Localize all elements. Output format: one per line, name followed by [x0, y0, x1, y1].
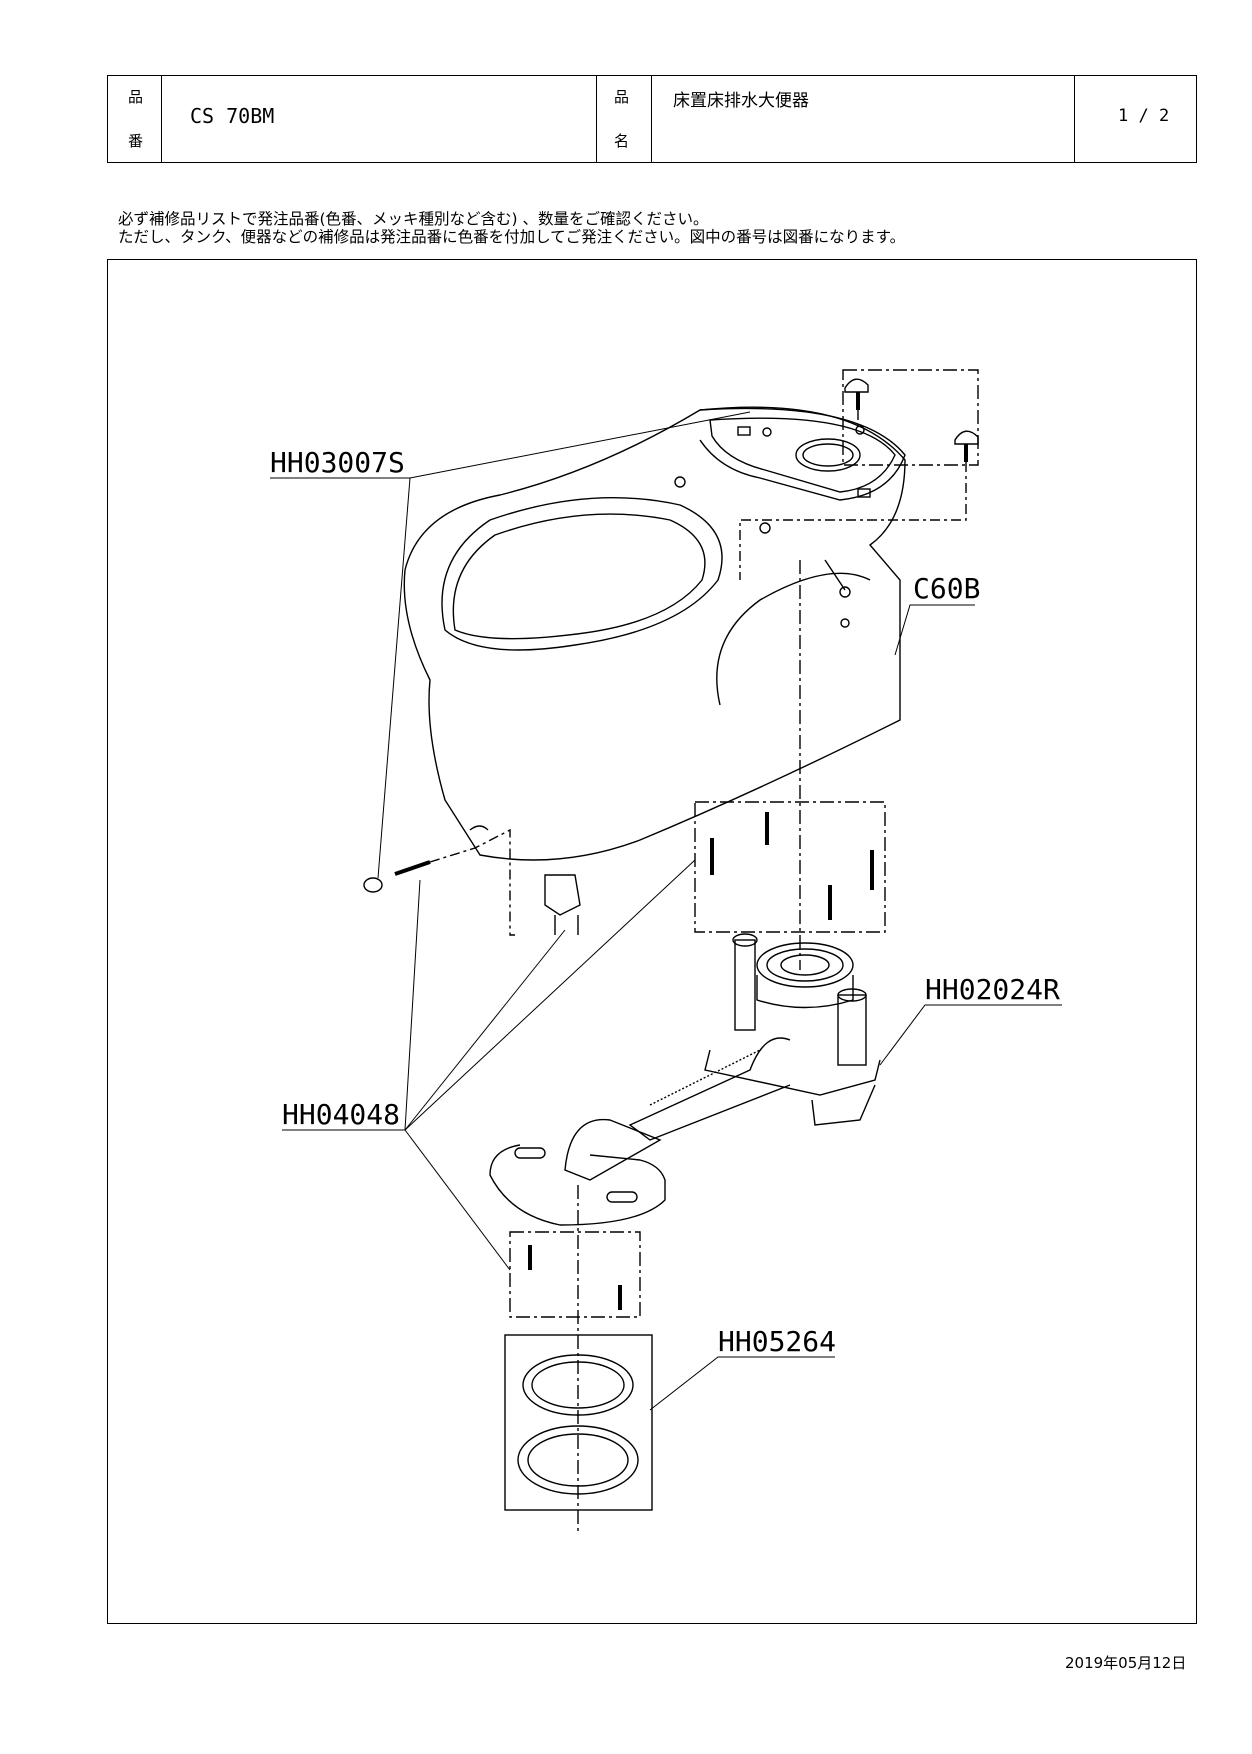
product-name: 床置床排水大便器 — [673, 91, 809, 111]
side-bolt — [363, 828, 581, 936]
part-label: C60B — [913, 572, 980, 605]
product-name-label-top: 品 — [614, 88, 630, 106]
exploded-parts-diagram: HH03007S C60B HH02024R HH04048 HH05264 — [270, 369, 1062, 1535]
page-number: 1 / 2 — [1118, 106, 1170, 126]
issue-date: 2019年05月12日 — [1065, 1654, 1187, 1672]
part-label: HH05264 — [718, 1325, 836, 1358]
note-line: 必ず補修品リストで発注品番(色番、メッキ種別など含む) 、数量をご確認ください。 — [118, 210, 709, 228]
part-label: HH04048 — [282, 1098, 400, 1131]
part-number: CS 70BM — [190, 104, 275, 128]
screws-group — [694, 801, 886, 933]
diagram-frame — [107, 259, 1197, 1624]
gaskets — [504, 1334, 653, 1511]
tank-bolts — [739, 369, 979, 970]
drain-adapter — [489, 933, 881, 1226]
toilet-bowl — [403, 406, 906, 861]
part-label: HH02024R — [925, 973, 1060, 1006]
divider — [1074, 76, 1075, 162]
divider — [651, 76, 652, 162]
flange-bolts — [509, 1185, 641, 1535]
part-label: HH03007S — [270, 446, 405, 479]
divider — [596, 76, 597, 162]
leader-lines — [270, 411, 1062, 1411]
part-number-label-top: 品 — [128, 88, 144, 106]
note-line: ただし、タンク、便器などの補修品は発注品番に色番を付加してご発注ください。図中の… — [118, 228, 906, 246]
product-name-label-bottom: 名 — [614, 132, 630, 150]
part-number-label-bottom: 番 — [128, 132, 144, 150]
header-table: 品 番 CS 70BM 品 名 床置床排水大便器 1 / 2 — [107, 75, 1197, 163]
divider — [161, 76, 162, 162]
instruction-notes: 必ず補修品リストで発注品番(色番、メッキ種別など含む) 、数量をご確認ください。… — [118, 210, 905, 246]
